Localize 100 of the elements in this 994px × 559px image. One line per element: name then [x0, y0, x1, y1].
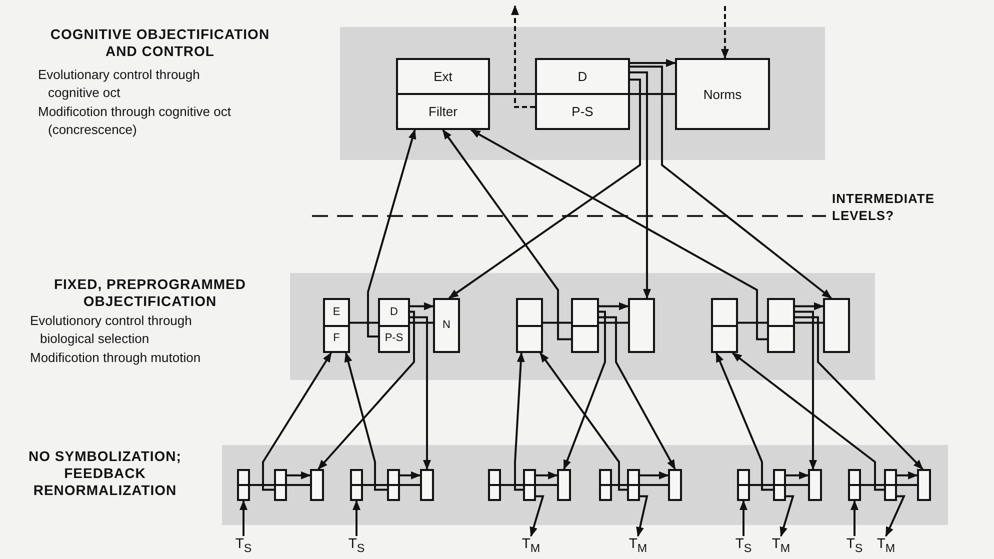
signal-label: T$_{S}$: [344, 536, 368, 556]
arrow: [539, 352, 627, 491]
connector-line: [738, 322, 767, 324]
process-box: [773, 469, 786, 501]
level-description: Evolutionary control through cognitive oct: [38, 66, 201, 102]
arrow: [897, 471, 918, 480]
process-box: [323, 298, 350, 353]
box-label: E: [332, 306, 340, 318]
level-description: Modificotion through cognitive oct (concrescence): [38, 103, 232, 139]
process-box: [396, 58, 490, 130]
process-box: [767, 298, 795, 353]
arrow: [795, 310, 817, 470]
level-heading: NO SYMBOLIZATION; FEEDBACK RENORMALIZATION: [28, 448, 182, 499]
connector-line: [501, 484, 523, 486]
arrow: [536, 471, 558, 480]
connector-line: [630, 93, 675, 95]
process-box: [668, 469, 682, 501]
process-box: [884, 469, 897, 501]
arrow: [630, 66, 832, 299]
process-box: [310, 469, 324, 501]
process-box: [237, 469, 250, 501]
arrow: [344, 352, 387, 491]
process-box: [823, 298, 850, 353]
process-box: [571, 298, 599, 353]
arrow: [885, 495, 906, 537]
level-band: [222, 445, 948, 525]
level-band: [290, 273, 875, 380]
arrow: [636, 495, 648, 537]
process-box: [516, 298, 543, 353]
dashed-arrow: [720, 6, 729, 59]
connector-line: [861, 484, 884, 486]
arrow: [786, 471, 809, 480]
process-box: [535, 58, 630, 130]
arrow: [367, 129, 416, 338]
arrow: [514, 352, 525, 491]
arrow: [287, 471, 311, 480]
arrow: [530, 495, 544, 537]
box-label: Filter: [428, 105, 458, 118]
arrow: [352, 500, 360, 536]
process-box: [675, 58, 770, 130]
arrow: [732, 352, 884, 491]
signal-label: T$_{S}$: [842, 536, 866, 556]
process-box: [737, 469, 750, 501]
arrow: [795, 316, 924, 470]
connector-line: [897, 484, 917, 486]
level-description: Evolutionory control through biological selection: [30, 312, 193, 348]
process-box: [378, 298, 410, 353]
connector-line: [400, 484, 420, 486]
process-box: [599, 469, 612, 501]
level-label: INTERMEDIATE LEVELS?: [832, 190, 936, 224]
process-box: [628, 298, 655, 353]
box-label: P-S: [384, 333, 404, 344]
connector-line: [490, 93, 535, 95]
level-heading: COGNITIVE OBJECTIFICATION AND CONTROL: [49, 26, 271, 60]
connector-line: [363, 484, 387, 486]
arrow: [599, 316, 676, 470]
box-label: Norms: [703, 88, 742, 100]
box-label: D: [390, 306, 398, 318]
process-box: [848, 469, 861, 501]
arrow: [563, 310, 606, 470]
box-label: F: [333, 333, 340, 344]
arrow: [630, 71, 651, 299]
process-box: [350, 469, 363, 501]
arrow: [850, 500, 858, 536]
arrow: [715, 352, 773, 491]
signal-label: T$_{S}$: [732, 536, 756, 556]
connector-line: [250, 484, 274, 486]
arrow: [740, 500, 748, 536]
dashed-arrow: [511, 5, 535, 108]
process-box: [523, 469, 536, 501]
process-box: [808, 469, 822, 501]
arrow: [640, 471, 669, 480]
process-box: [711, 298, 738, 353]
signal-label: T$_{M}$: [769, 536, 793, 556]
signal-label: T$_{M}$: [519, 536, 543, 556]
connector-line: [612, 484, 627, 486]
box-label: P-S: [572, 105, 594, 118]
process-box: [420, 469, 434, 501]
connector-line: [640, 484, 668, 486]
box-label: Ext: [434, 70, 452, 83]
connector-line: [750, 484, 773, 486]
arrow: [795, 302, 824, 310]
level-heading: FIXED, PREPROGRAMMED OBJECTIFICATION: [52, 276, 247, 310]
connector-line: [599, 322, 628, 324]
arrow: [780, 495, 794, 537]
arrow: [400, 471, 421, 480]
connector-line: [350, 322, 378, 324]
box-label: N: [442, 320, 450, 331]
signal-label: T$_{M}$: [626, 536, 650, 556]
connector-line: [536, 484, 557, 486]
connector-line: [410, 322, 433, 324]
arrow: [410, 316, 431, 470]
arrow: [630, 59, 676, 68]
arrow: [599, 302, 629, 310]
process-box: [274, 469, 287, 501]
connector-line: [287, 484, 310, 486]
arrow: [262, 352, 332, 491]
process-box: [387, 469, 400, 501]
level-description: Modificotion through mutotion: [30, 349, 202, 367]
process-box: [433, 298, 460, 353]
